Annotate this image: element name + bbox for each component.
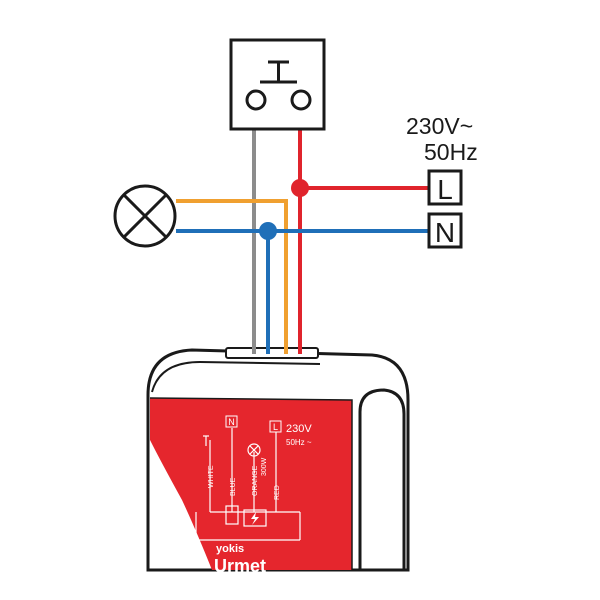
device-brand-large: Urmet [214,556,266,576]
device-brand-small: yokis [216,543,244,555]
supply-frequency-label: 50Hz [424,139,478,165]
lamp-icon [113,184,177,248]
device-terminal-n-badge: N [225,415,238,428]
wires [176,128,430,354]
device-wire-red-label: RED [274,485,281,500]
device-max-power: 300W [261,457,268,476]
junction-blue-dot [259,222,277,240]
device-terminal-l-text: L [273,422,278,432]
device-module-box [243,509,267,527]
device-terminal-block [225,347,319,359]
push-button-switch-icon [229,38,326,131]
device-wire-white-label: WHITE [208,465,215,488]
device-schematic [195,428,301,541]
device-rating-voltage: 230V [286,423,312,435]
wire-red-live [298,186,430,354]
device-side-panel [358,388,406,570]
device-top-ridge [151,360,321,393]
device-rating-frequency: 50Hz ~ [286,438,312,447]
supply-terminal-n-text: N [435,217,455,248]
supply-terminal-n: N [427,212,463,249]
device-bolt-icon [251,512,259,525]
device-terminal-n-text: N [228,417,235,427]
junction-red-dot [291,179,309,197]
wire-orange-lamp [176,199,288,354]
device-relay-box [225,505,239,525]
device-terminal-l-badge: L [269,420,282,433]
device-lamp-icon [247,443,261,457]
supply-voltage-label: 230V~ [406,113,473,139]
device-wire-blue-label: BLUE [230,477,237,496]
device-front-label [150,398,352,570]
device-housing [146,347,410,572]
device-wire-orange-label: ORANGE [252,465,259,496]
supply-terminal-l: L [427,169,463,206]
supply-terminal-l-text: L [437,174,453,205]
device-button-icon [203,435,209,446]
